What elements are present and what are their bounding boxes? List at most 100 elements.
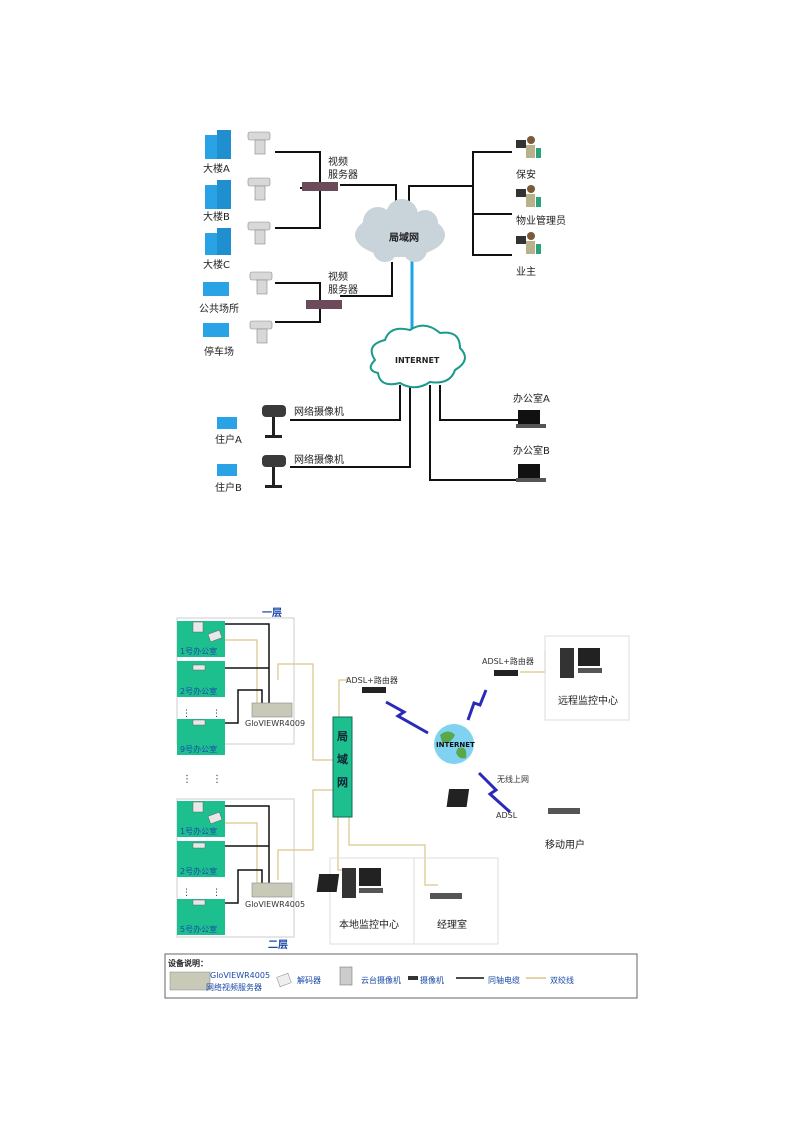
legend-decoder-icon xyxy=(276,972,292,988)
user-label: 业主 xyxy=(516,266,536,278)
legend-server-icon xyxy=(169,971,211,991)
connection-lines xyxy=(275,151,520,481)
building-icon xyxy=(203,282,229,296)
building-label: 大楼B xyxy=(203,210,230,223)
twisted-pair-lines xyxy=(225,639,546,886)
building-icon xyxy=(205,130,231,159)
security-camera-icon xyxy=(247,177,271,201)
server-label: GloVIEWR4009 xyxy=(245,719,305,728)
legend-box xyxy=(164,953,638,999)
video-server-label: 视频 xyxy=(328,270,348,283)
building-icon xyxy=(205,180,231,209)
ellipsis: ⋮ xyxy=(212,888,221,898)
lan-bar-char: 局 xyxy=(336,730,348,743)
internet-globe-icon xyxy=(434,724,474,764)
legend-decoder-label: 解码器 xyxy=(297,975,321,985)
legend-camera-label: 摄像机 xyxy=(420,975,444,985)
network-camera-icon xyxy=(262,405,286,438)
resident-label: 住户B xyxy=(215,481,242,494)
internet-cloud xyxy=(369,324,466,389)
user-label: 物业管理员 xyxy=(516,214,566,227)
camera-icon xyxy=(192,719,206,726)
svg-text:⋮: ⋮ xyxy=(212,774,222,785)
ptz-camera-icon xyxy=(192,621,204,633)
wireless-label: 无线上网 xyxy=(497,774,529,784)
camera-icon xyxy=(192,664,206,671)
ellipsis: ⋮ xyxy=(182,888,191,898)
network-camera-label: 网络摄像机 xyxy=(294,453,344,466)
legend-ptz-camera-label: 云台摄像机 xyxy=(361,975,401,985)
adsl-router-icon xyxy=(362,687,386,693)
remote-center-label: 远程监控中心 xyxy=(558,694,618,707)
office-room-label: 9号办公室 xyxy=(180,744,217,754)
legend-ptz-camera-icon xyxy=(339,966,353,986)
security-camera-icon xyxy=(249,271,273,295)
desktop-computer-icon xyxy=(560,648,602,678)
internet-cloud-label: INTERNET xyxy=(395,356,440,365)
lan-cloud xyxy=(355,199,445,262)
adsl-router-label: ADSL+路由器 xyxy=(482,656,534,666)
local-center-label: 本地监控中心 xyxy=(339,918,399,931)
operator-icon xyxy=(516,185,541,207)
building-label: 大楼A xyxy=(203,162,230,175)
lan-cloud-label: 局域网 xyxy=(388,231,419,244)
building-icon xyxy=(203,323,229,337)
camera-icon xyxy=(192,842,206,849)
legend-twisted-pair-label: 双绞线 xyxy=(550,975,574,985)
video-server-label: 服务器 xyxy=(328,168,358,181)
legend-coax-label: 同轴电缆 xyxy=(488,975,520,985)
lan-bar-char: 网 xyxy=(337,776,348,789)
resident-house-icon xyxy=(217,417,237,429)
security-camera-icon xyxy=(249,320,273,344)
decoder-icon xyxy=(207,811,223,825)
legend-server-label: GloVIEWR4005 xyxy=(210,971,270,980)
diagram-community-network: 大楼A 大楼B 大楼C 公共场所 停车场 视频 服务器 视频 服务器 局域网 I… xyxy=(199,130,566,494)
coax-lines xyxy=(205,623,270,904)
camera-icon xyxy=(192,899,206,906)
operator-icon xyxy=(516,232,541,254)
ellipsis: ⋮ xyxy=(212,709,221,719)
legend-title: 设备说明： xyxy=(168,958,208,968)
network-camera-label: 网络摄像机 xyxy=(294,405,344,418)
svg-text:⋮: ⋮ xyxy=(182,774,192,785)
user-label: 保安 xyxy=(516,168,536,181)
office-room-label: 1号办公室 xyxy=(180,826,217,836)
legend-server-label: 网络视频服务器 xyxy=(206,982,262,992)
office-label: 办公室A xyxy=(513,392,550,405)
network-camera-icon xyxy=(262,455,286,488)
video-server-icon xyxy=(251,882,293,898)
legend-camera-icon xyxy=(408,976,418,980)
security-camera-icon xyxy=(247,131,271,155)
diagram-office-network: 一层 二层 1号办公室 2号办公室 ⋮ ⋮ 9号办公室 ⋮⋮ 1号办公室 2号办… xyxy=(164,607,638,999)
building-label: 公共场所 xyxy=(199,302,239,315)
video-server-label: 视频 xyxy=(328,155,348,168)
office-room-label: 2号办公室 xyxy=(180,866,217,876)
laptop-icon xyxy=(516,464,546,482)
ellipsis: ⋮⋮ xyxy=(182,774,222,785)
building-label: 大楼C xyxy=(203,258,230,271)
office-label: 办公室B xyxy=(513,444,550,457)
adsl-router-icon xyxy=(494,670,518,676)
building-label: 停车场 xyxy=(204,345,234,358)
ptz-camera-icon xyxy=(192,801,204,813)
floor1-label: 一层 xyxy=(262,607,282,619)
adsl-label: ADSL xyxy=(496,811,518,820)
desktop-computer-icon xyxy=(342,868,383,898)
building-icon xyxy=(205,228,231,255)
wireless-link-icon xyxy=(385,689,512,814)
internet-label: INTERNET xyxy=(436,741,475,749)
server-label: GloVIEWR4005 xyxy=(245,900,305,909)
manager-room-box xyxy=(413,857,499,945)
lan-bar-char: 域 xyxy=(337,752,348,766)
resident-label: 住户A xyxy=(215,433,242,446)
office-room-label: 5号办公室 xyxy=(180,924,217,934)
remote-center-box xyxy=(544,635,630,721)
office-room-label: 2号办公室 xyxy=(180,686,217,696)
lan-bar xyxy=(332,716,353,818)
resident-house-icon xyxy=(217,464,237,476)
mobile-user-label: 移动用户 xyxy=(545,838,585,851)
decoder-icon xyxy=(207,629,223,643)
video-server-icon xyxy=(306,300,342,309)
ellipsis: ⋮ xyxy=(182,709,191,719)
laptop-icon xyxy=(446,789,580,814)
